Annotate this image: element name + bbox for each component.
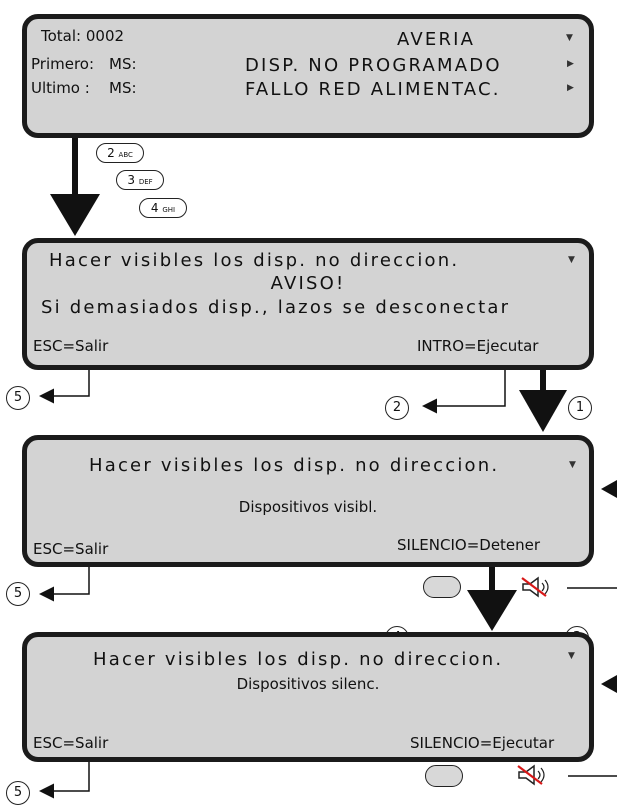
key-4-ghi[interactable]: 4 GHI [139, 198, 187, 218]
warning-text: Si demasiados disp., lazos se desconecta… [41, 297, 511, 318]
lcd-screen-make-visible-warning: Hacer visibles los disp. no direccion. ▼… [22, 238, 594, 370]
lcd-screen-devices-silenced: Hacer visibles los disp. no direccion. ▼… [22, 632, 594, 762]
silence-button[interactable] [423, 576, 461, 598]
first-event-message: DISP. NO PROGRAMADO [245, 55, 502, 76]
esc-exit-softkey[interactable]: ESC=Salir [33, 734, 109, 752]
silence-execute-softkey[interactable]: SILENCIO=Ejecutar [410, 734, 555, 752]
lcd-screen-fault-summary: Total: 0002 AVERIA ▼ Primero: MS: DISP. … [22, 14, 594, 138]
status-message: Dispositivos silenc. [236, 675, 380, 693]
connector-esc-3 [39, 762, 90, 799]
step-5-badge: 5 [6, 582, 30, 606]
key-letters: DEF [138, 178, 153, 186]
key-letters: ABC [118, 151, 133, 159]
total-count: Total: 0002 [41, 27, 125, 45]
key-2-abc[interactable]: 2 ABC [96, 143, 144, 163]
step-2-badge: 2 [385, 396, 409, 420]
status-message: Dispositivos visibl. [238, 498, 378, 516]
fault-status: AVERIA [397, 29, 476, 50]
esc-exit-softkey[interactable]: ESC=Salir [33, 540, 109, 558]
step-5-badge: 5 [6, 386, 30, 410]
screen-title: Hacer visibles los disp. no direccion. [49, 250, 460, 271]
key-number: 2 [107, 146, 115, 160]
silence-stop-softkey[interactable]: SILENCIO=Detener [397, 536, 541, 554]
enter-execute-softkey[interactable]: INTRO=Ejecutar [417, 337, 539, 355]
esc-exit-softkey[interactable]: ESC=Salir [33, 337, 109, 355]
expand-right-icon[interactable]: ▶ [567, 59, 574, 69]
lcd-screen-devices-visible: Hacer visibles los disp. no direccion. ▼… [22, 435, 594, 567]
flow-line-3 [489, 567, 495, 594]
flow-arrow-down-2 [519, 390, 567, 432]
key-number: 3 [127, 173, 135, 187]
connector-esc-1 [39, 367, 90, 404]
silence-button[interactable] [425, 765, 463, 787]
last-ms: MS: [109, 79, 137, 97]
flow-line-2 [540, 368, 546, 393]
silence-bell-icon [516, 764, 550, 790]
arrow-left-in-2 [601, 675, 617, 693]
scroll-down-icon: ▼ [566, 33, 573, 43]
flow-arrow-down-1 [50, 194, 100, 236]
key-letters: GHI [162, 206, 176, 214]
arrow-left-in-1 [601, 480, 617, 498]
step-5-badge: 5 [6, 781, 30, 805]
last-label: Ultimo : [31, 79, 90, 97]
first-ms: MS: [109, 55, 137, 73]
scroll-down-icon: ▼ [569, 460, 576, 470]
connector-intro-2 [422, 367, 506, 414]
scroll-down-icon: ▼ [568, 651, 575, 661]
screen-title: Hacer visibles los disp. no direccion. [93, 649, 504, 670]
flow-arrow-down-3 [467, 590, 517, 631]
step-1-badge: 1 [568, 396, 592, 420]
last-event-message: FALLO RED ALIMENTAC. [245, 79, 501, 100]
key-number: 4 [150, 201, 159, 215]
first-label: Primero: [31, 55, 95, 73]
key-3-def[interactable]: 3 DEF [116, 170, 164, 190]
expand-right-icon[interactable]: ▶ [567, 83, 574, 93]
warning-heading: AVISO! [270, 273, 346, 294]
connector-esc-2 [39, 566, 90, 602]
scroll-down-icon: ▼ [568, 255, 575, 265]
screen-title: Hacer visibles los disp. no direccion. [89, 455, 500, 476]
silence-bell-icon [520, 576, 554, 602]
flow-line-1 [72, 138, 78, 198]
